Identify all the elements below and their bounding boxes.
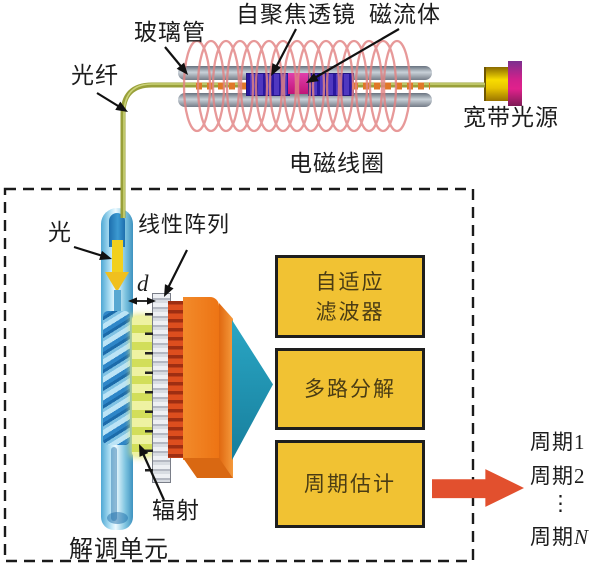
- self-focusing-lens-left-segment: [246, 73, 290, 96]
- self-focusing-lens-right-segment: [308, 73, 354, 96]
- em-coil-label: 电磁线圈: [289, 151, 385, 176]
- process-box-adaptive-filter: 自适应 滤波器: [275, 255, 425, 338]
- broadband-source-body: [484, 67, 510, 101]
- process-box-period-estimation: 周期估计: [275, 440, 425, 528]
- prism-triangle-icon: [232, 320, 273, 460]
- process-box-demultiplexing: 多路分解: [275, 348, 425, 430]
- self-focusing-lens-label: 自聚焦透镜: [236, 2, 356, 27]
- radiation-label: 辐射: [152, 498, 200, 523]
- detector-block-front: [183, 297, 219, 460]
- process-box-label: 滤波器: [315, 299, 385, 324]
- light-label: 光: [48, 220, 72, 245]
- output-period-1: 周期1: [530, 430, 586, 454]
- probe-bottom-cap: [107, 512, 128, 524]
- light-beam: [112, 240, 123, 273]
- process-box-label: 多路分解: [304, 377, 396, 401]
- detector-block-side: [219, 303, 233, 478]
- broadband-source-label: 宽带光源: [463, 105, 559, 130]
- demodulation-unit-label: 解调单元: [69, 537, 169, 563]
- output-ellipsis: ⋮: [550, 491, 572, 515]
- glass-tube-bottom-wall: [178, 93, 432, 107]
- optical-fiber-label: 光纤: [71, 63, 119, 88]
- output-period-n: 周期N: [530, 525, 590, 549]
- optical-fiber-arrow: [96, 92, 128, 112]
- process-box-label: 自适应: [315, 269, 385, 294]
- output-arrow-icon: [432, 469, 524, 507]
- process-box-label: 周期估计: [304, 472, 396, 496]
- gap-d-label: d: [137, 271, 150, 296]
- probe-inner-stem: [114, 290, 121, 313]
- output-period-n-prefix: 周期: [530, 525, 574, 549]
- magnetic-fluid-label: 磁流体: [369, 2, 441, 27]
- output-period-2: 周期2: [530, 464, 586, 488]
- detector-block-fins: [168, 301, 184, 458]
- glass-tube-label: 玻璃管: [134, 20, 206, 45]
- output-period-n-suffix: N: [574, 525, 590, 549]
- linear-array-ticks: [145, 296, 153, 480]
- broadband-source-cap: [508, 61, 522, 106]
- linear-array-label: 线性阵列: [138, 212, 231, 237]
- magnetic-fluid-segment: [288, 73, 308, 94]
- linear-array-arrow: [164, 249, 188, 297]
- probe-lower-streak: [111, 447, 117, 521]
- probe-helix-grating: [103, 311, 130, 445]
